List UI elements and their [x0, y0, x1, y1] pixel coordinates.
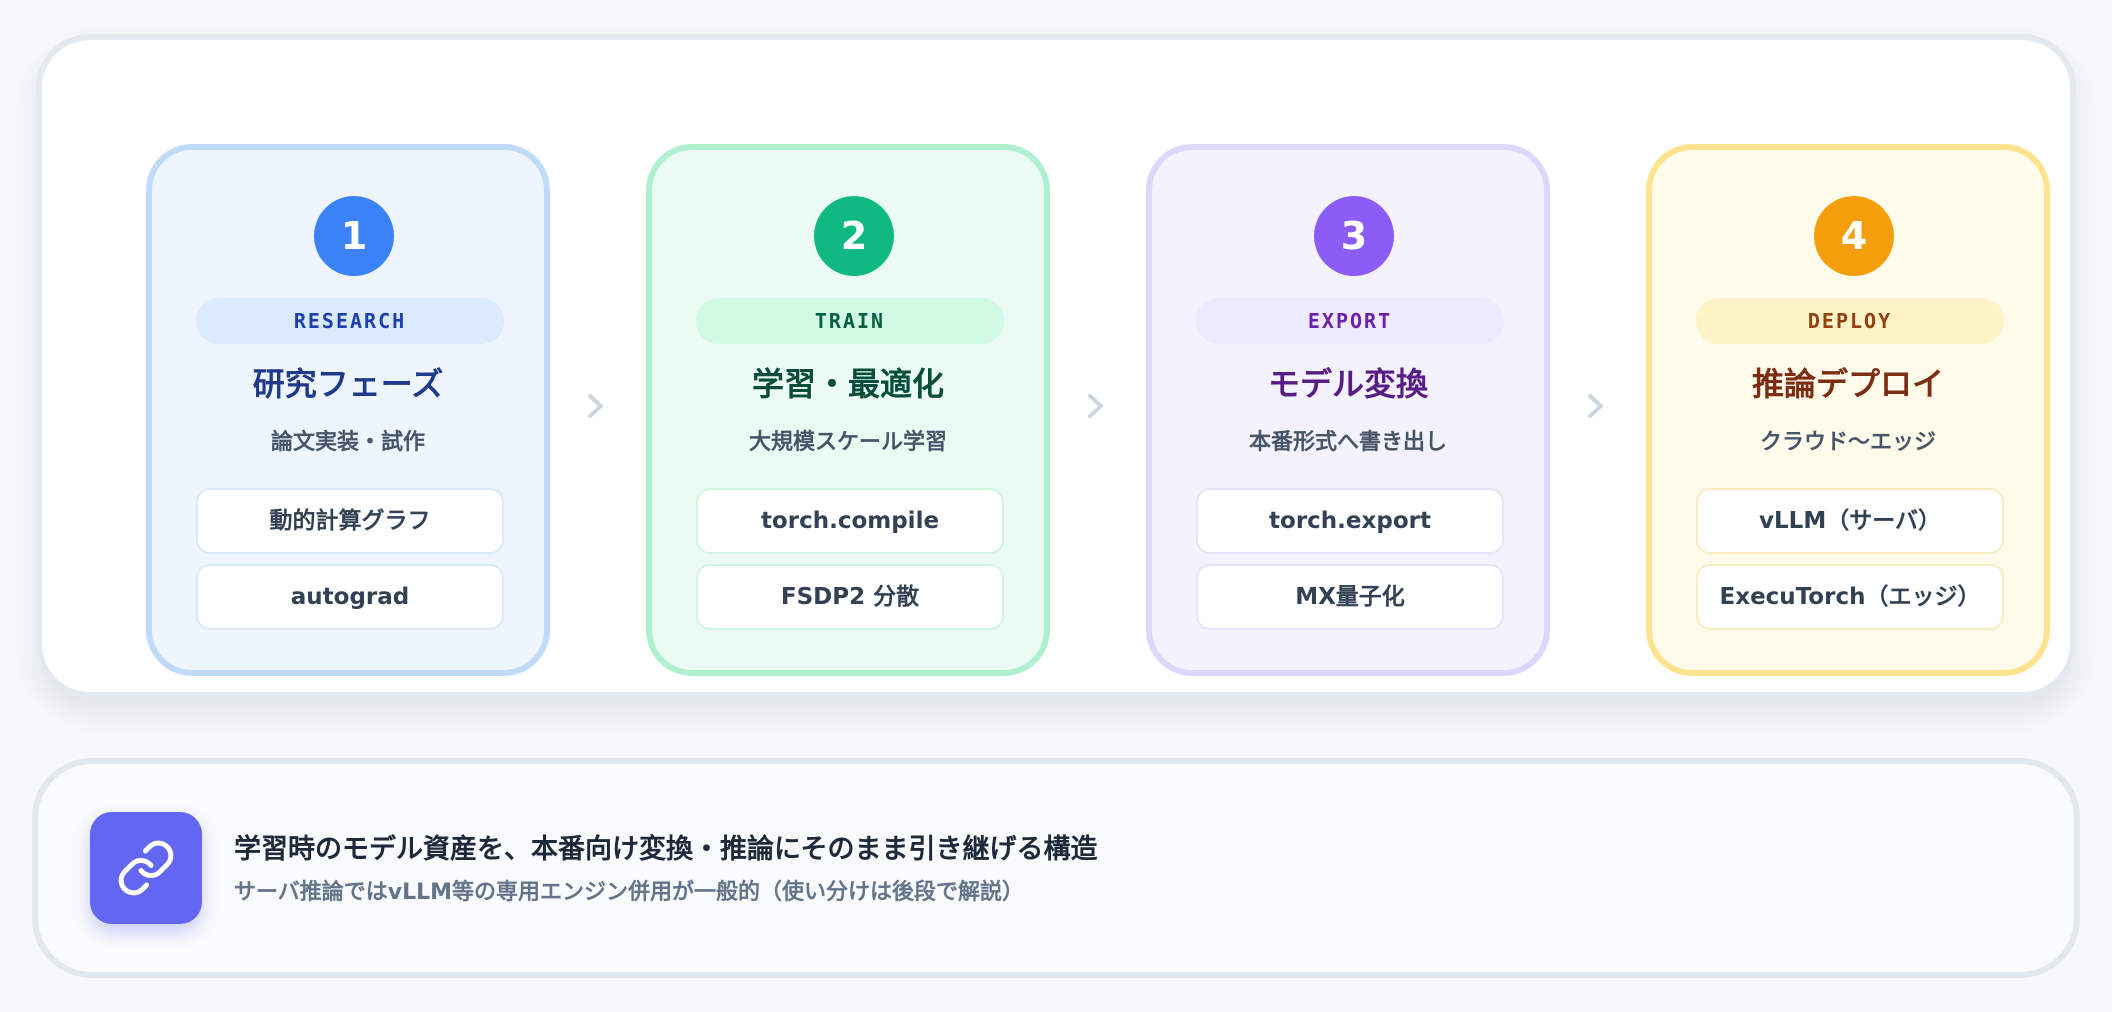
- stage-tag: EXPORT: [1196, 298, 1504, 344]
- stage-card-deploy: 4 DEPLOY 推論デプロイ クラウド〜エッジ vLLM（サーバ） Execu…: [1646, 144, 2050, 676]
- step-number-badge: 4: [1814, 196, 1894, 276]
- pipeline-panel: 1 RESEARCH 研究フェーズ 論文実装・試作 動的計算グラフ autogr…: [36, 34, 2076, 698]
- feature-chip: MX量子化: [1196, 564, 1504, 630]
- note-panel: 学習時のモデル資産を、本番向け変換・推論にそのまま引き継げる構造 サーバ推論では…: [32, 758, 2080, 978]
- feature-chip: vLLM（サーバ）: [1696, 488, 2004, 554]
- feature-chip: 動的計算グラフ: [196, 488, 504, 554]
- stage-card-train: 2 TRAIN 学習・最適化 大規模スケール学習 torch.compile F…: [646, 144, 1050, 676]
- chevron-right-icon: [1588, 394, 1603, 418]
- note-heading: 学習時のモデル資産を、本番向け変換・推論にそのまま引き継げる構造: [234, 834, 1098, 865]
- stage-subtitle: 論文実装・試作: [270, 430, 425, 455]
- step-number-badge: 1: [314, 196, 394, 276]
- stage-tag: DEPLOY: [1696, 298, 2004, 344]
- stage-title: 学習・最適化: [751, 365, 944, 403]
- stage-card-research: 1 RESEARCH 研究フェーズ 論文実装・試作 動的計算グラフ autogr…: [146, 144, 550, 676]
- link-icon: [118, 840, 174, 896]
- note-description: サーバ推論ではvLLM等の専用エンジン併用が一般的（使い分けは後段で解説）: [234, 880, 1025, 905]
- feature-chip: torch.compile: [696, 488, 1004, 554]
- stage-title: 推論デプロイ: [1751, 365, 1944, 403]
- stage-title: 研究フェーズ: [252, 365, 444, 403]
- stage-title: モデル変換: [1267, 365, 1428, 403]
- feature-chip: torch.export: [1196, 488, 1504, 554]
- stage-tag: TRAIN: [696, 298, 1004, 344]
- stage-subtitle: 本番形式へ書き出し: [1248, 430, 1447, 455]
- feature-chip: FSDP2 分散: [696, 564, 1004, 630]
- stage-subtitle: 大規模スケール学習: [748, 430, 947, 455]
- link-icon-box: [90, 812, 202, 924]
- feature-chip: autograd: [196, 564, 504, 630]
- stage-subtitle: クラウド〜エッジ: [1759, 430, 1936, 455]
- chevron-right-icon: [1088, 394, 1103, 418]
- step-number-badge: 2: [814, 196, 894, 276]
- stage-tag: RESEARCH: [196, 298, 504, 344]
- step-number-badge: 3: [1314, 196, 1394, 276]
- stage-card-export: 3 EXPORT モデル変換 本番形式へ書き出し torch.export MX…: [1146, 144, 1550, 676]
- feature-chip: ExecuTorch（エッジ）: [1696, 564, 2004, 630]
- chevron-right-icon: [588, 394, 603, 418]
